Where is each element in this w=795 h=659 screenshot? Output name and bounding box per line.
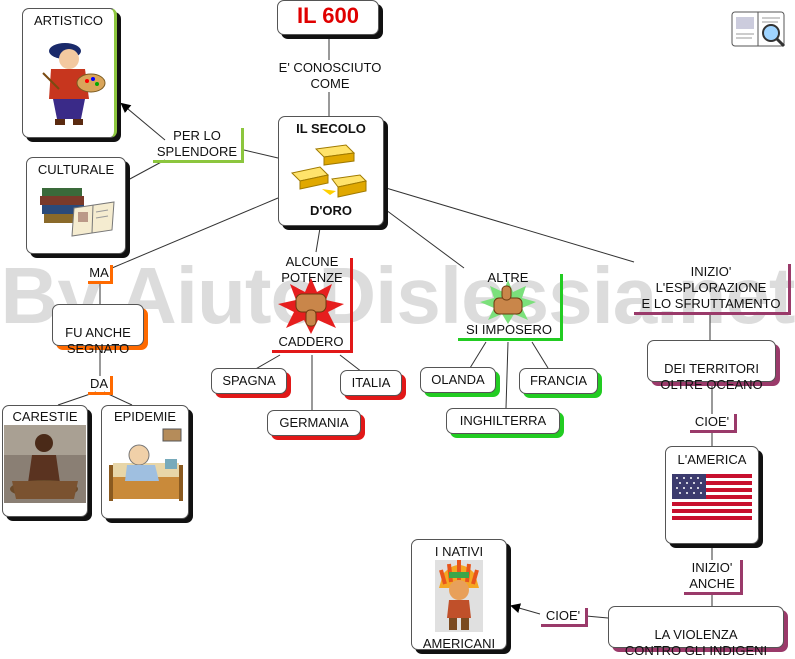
starving-child-icon: [3, 425, 87, 507]
thumbs-up-icon: [478, 280, 538, 324]
link-cioe2: CIOE': [541, 608, 588, 627]
link-cioe: CIOE': [690, 414, 737, 433]
link-known-as: E' CONOSCIUTO COME: [278, 60, 382, 91]
golden-century-node: IL SECOLO D'ORO: [278, 116, 384, 226]
golden-century-bottom: D'ORO: [309, 203, 353, 218]
native-child-icon: [412, 560, 506, 636]
country-spain: SPAGNA: [211, 368, 287, 394]
country-england: INGHILTERRA: [446, 408, 560, 434]
country-germany: GERMANIA: [267, 410, 361, 436]
natives-top: I NATIVI: [434, 544, 484, 559]
violence-node: LA VIOLENZA CONTRO GLI INDIGENI: [608, 606, 784, 658]
country-france-text: FRANCIA: [529, 373, 588, 388]
violence-text: LA VIOLENZA CONTRO GLI INDIGENI: [624, 627, 768, 658]
sick-person-icon: [102, 425, 188, 509]
territories-node: DEI TERRITORI OLTRE OCEANO: [647, 340, 776, 392]
country-spain-text: SPAGNA: [222, 373, 276, 388]
cultural-label: CULTURALE: [37, 162, 115, 177]
link-splendor: PER LO SPLENDORE: [153, 128, 244, 163]
america-label: L'AMERICA: [677, 452, 747, 467]
risen-verb: SI IMPOSERO: [458, 274, 563, 341]
title-node: IL 600: [277, 0, 379, 35]
famines-node: CARESTIE: [2, 405, 88, 517]
us-flag-icon: [666, 474, 758, 526]
golden-century-top: IL SECOLO: [296, 121, 366, 136]
country-netherlands: OLANDA: [420, 367, 496, 393]
natives-bottom: AMERICANI: [422, 636, 496, 651]
country-france: FRANCIA: [519, 368, 598, 394]
marked-node: FU ANCHE SEGNATO: [52, 304, 144, 356]
books-icon: [27, 178, 125, 246]
link-ma: MA: [88, 265, 113, 284]
fallen-verb: CADDERO: [272, 258, 353, 353]
risen-label: ALTRE: [487, 270, 529, 285]
painter-icon: [23, 29, 114, 133]
link-began-also: INIZIO' ANCHE: [684, 560, 743, 595]
title-text: IL 600: [297, 3, 359, 28]
cultural-node: CULTURALE: [26, 157, 126, 254]
epidemics-node: EPIDEMIE: [101, 405, 189, 519]
country-italy: ITALIA: [340, 370, 402, 396]
marked-text: FU ANCHE SEGNATO: [65, 325, 131, 356]
book-magnifier-icon: [730, 8, 788, 50]
country-italy-text: ITALIA: [351, 375, 391, 390]
artistic-label: ARTISTICO: [33, 13, 104, 28]
fallen-label: ALCUNE POTENZE: [281, 254, 343, 285]
territories-text: DEI TERRITORI OLTRE OCEANO: [660, 361, 763, 392]
famines-label: CARESTIE: [12, 409, 78, 424]
exploration-label: INIZIO' L'ESPLORAZIONE E LO SFRUTTAMENTO: [634, 264, 791, 315]
artistic-node: ARTISTICO: [22, 8, 117, 138]
epidemics-label: EPIDEMIE: [113, 409, 177, 424]
link-da: DA: [88, 376, 113, 395]
natives-node: I NATIVI AMERICANI: [411, 539, 507, 651]
country-england-text: INGHILTERRA: [459, 413, 547, 428]
country-germany-text: GERMANIA: [279, 415, 349, 430]
country-netherlands-text: OLANDA: [431, 372, 485, 387]
gold-bars-icon: [279, 137, 383, 203]
thumbs-down-icon: [276, 276, 346, 334]
america-node: L'AMERICA: [665, 446, 759, 544]
